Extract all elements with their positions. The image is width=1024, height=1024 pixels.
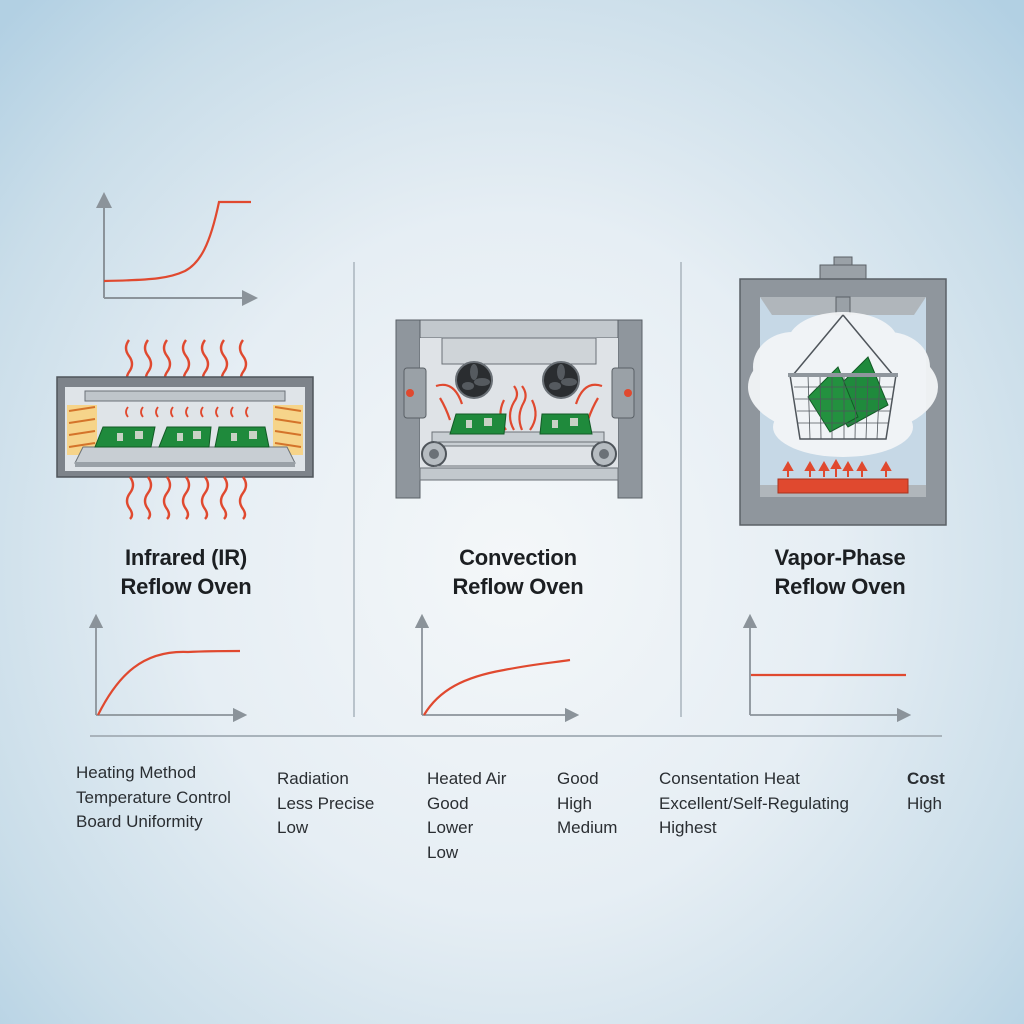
convection-title-line1: Convection bbox=[459, 545, 577, 570]
ir-board-uniformity: Low bbox=[277, 818, 309, 837]
ir-heating-method: Radiation bbox=[277, 769, 349, 788]
ir-oven-illustration bbox=[56, 339, 314, 520]
basket-icon bbox=[788, 314, 898, 440]
convection-a-value-3: Lower bbox=[427, 818, 474, 837]
convection-a-value-4: Low bbox=[427, 842, 459, 862]
vapor-profile-chart bbox=[742, 613, 912, 723]
heat-arrow-icons bbox=[782, 458, 892, 477]
row-label-temperature-control: Temperature Control bbox=[76, 787, 231, 807]
convection-profile-chart bbox=[414, 613, 580, 723]
convection-b-value-1: Good bbox=[557, 769, 599, 788]
vapor-temperature-control: Excellent/Self-Regulating bbox=[659, 793, 849, 813]
ir-oven-title: Infrared (IR) Reflow Oven bbox=[56, 543, 316, 601]
vapor-heating-method: Consentation Heat bbox=[659, 769, 800, 788]
pcb-icons bbox=[449, 413, 593, 435]
column-divider-right bbox=[680, 262, 682, 717]
convection-b-value-3: Medium bbox=[557, 818, 618, 837]
convection-a-value-2: Good bbox=[427, 793, 469, 813]
pcb-icons bbox=[94, 426, 270, 448]
ir-temperature-control: Less Precise bbox=[277, 793, 375, 813]
vapor-values-column: Consentation Heat Excellent/Self-Regulat… bbox=[659, 767, 849, 841]
vapor-phase-oven-illustration bbox=[739, 256, 947, 526]
convection-values-column-a: Heated Air Good Lower Low bbox=[427, 767, 506, 865]
vapor-title-line2: Reflow Oven bbox=[774, 574, 906, 599]
convection-a-value-1: Heated Air bbox=[427, 769, 507, 788]
convection-title-line2: Reflow Oven bbox=[452, 574, 584, 599]
row-label-heating-method: Heating Method bbox=[76, 763, 197, 782]
fan-icons bbox=[455, 361, 580, 399]
convection-values-column-b: Good High Medium bbox=[557, 767, 617, 841]
cost-header: Cost bbox=[907, 769, 945, 788]
ir-profile-chart bbox=[88, 613, 248, 723]
cost-column: Cost High bbox=[907, 767, 945, 816]
vapor-board-uniformity: Highest bbox=[659, 818, 717, 837]
ir-values-column: Radiation Less Precise Low bbox=[277, 767, 374, 841]
column-divider-left bbox=[353, 262, 355, 717]
ir-title-line1: Infrared (IR) bbox=[124, 545, 248, 570]
cost-value: High bbox=[907, 793, 942, 813]
vapor-title-line1: Vapor-Phase bbox=[774, 545, 906, 570]
row-label-board-uniformity: Board Uniformity bbox=[76, 812, 203, 831]
convection-b-value-2: High bbox=[557, 793, 592, 813]
heat-wave-icons-bottom bbox=[125, 476, 248, 520]
vapor-oven-title: Vapor-Phase Reflow Oven bbox=[710, 543, 970, 601]
ir-title-line2: Reflow Oven bbox=[120, 574, 252, 599]
table-divider bbox=[90, 735, 942, 737]
convection-oven-title: Convection Reflow Oven bbox=[388, 543, 648, 601]
top-left-profile-chart bbox=[96, 192, 258, 306]
convection-oven-illustration bbox=[395, 319, 643, 499]
table-row-labels: Heating Method Temperature Control Board… bbox=[76, 761, 231, 835]
heat-wave-icons-top bbox=[124, 339, 248, 383]
